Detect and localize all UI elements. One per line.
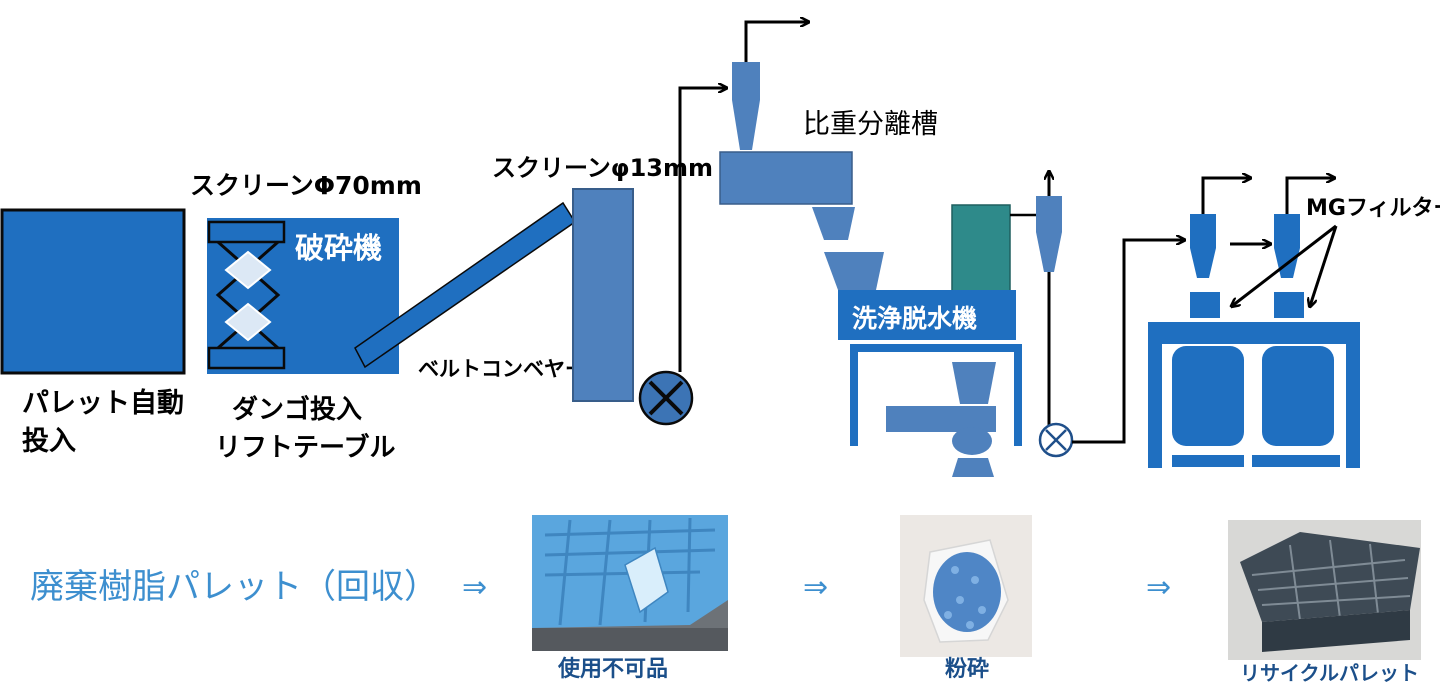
dango-label-line1: ダンゴ投入 bbox=[232, 394, 362, 425]
cyclone-4 bbox=[1274, 214, 1300, 278]
dango-label-line2: リフトテーブル bbox=[215, 432, 395, 463]
gravity-tank bbox=[719, 151, 853, 205]
photo3-caption: リサイクルパレット bbox=[1240, 661, 1419, 685]
gravity-tank-label: 比重分離槽 bbox=[803, 109, 938, 140]
washer-stand bbox=[850, 344, 1022, 477]
screen13-column bbox=[572, 188, 634, 402]
screen70-label: スクリーンΦ70mm bbox=[190, 171, 422, 200]
exhaust-pipe-1 bbox=[744, 22, 808, 62]
cyclone-1 bbox=[732, 62, 760, 150]
mg-filter-pointer-1 bbox=[1232, 224, 1337, 306]
crusher-label: 破砕機 bbox=[295, 231, 382, 265]
transport-pipe-2 bbox=[1072, 240, 1184, 444]
washer-motor bbox=[951, 204, 1011, 292]
pallet-stack-box bbox=[0, 208, 186, 375]
pallet-auto-label-line1: パレット自動 bbox=[22, 387, 184, 419]
belt-conveyor-label: ベルトコンベヤー bbox=[418, 357, 586, 381]
recycled-pallet-photo bbox=[1228, 520, 1421, 660]
washer-label: 洗浄脱水機 bbox=[852, 304, 977, 333]
flow-arrow-2: ⇒ bbox=[803, 570, 828, 605]
gravity-chute-2 bbox=[824, 252, 884, 290]
photo2-caption: 粉砕 bbox=[945, 657, 989, 682]
photo1-caption: 使用不可品 bbox=[557, 657, 668, 682]
transport-pipe-1 bbox=[678, 88, 726, 372]
mg-filter-frame bbox=[1148, 292, 1360, 468]
exhaust-pipe-4 bbox=[1285, 178, 1334, 214]
crushed-flakes-photo bbox=[900, 515, 1032, 657]
mg-filter-label: MGフィルター bbox=[1306, 196, 1440, 221]
washer-body bbox=[838, 290, 1016, 340]
pallet-auto-label-line2: 投入 bbox=[22, 426, 76, 457]
mg-filter-pointer-2 bbox=[1310, 225, 1338, 306]
cyclone-2 bbox=[1036, 196, 1062, 272]
rotary-valve-icon bbox=[638, 370, 694, 426]
lift-table-icon bbox=[207, 220, 286, 370]
rotary-valve-2-icon bbox=[1038, 422, 1074, 458]
damaged-pallet-photo bbox=[532, 515, 728, 651]
cyclone-3 bbox=[1190, 214, 1216, 278]
flow-arrow-3: ⇒ bbox=[1146, 570, 1171, 605]
screen13-label: スクリーンφ13mm bbox=[492, 154, 713, 182]
gravity-chute-1 bbox=[812, 207, 855, 240]
exhaust-pipe-3 bbox=[1201, 178, 1250, 214]
flow-arrow-1: ⇒ bbox=[462, 570, 487, 605]
flow-title: 廃棄樹脂パレット（回収） bbox=[30, 567, 438, 607]
